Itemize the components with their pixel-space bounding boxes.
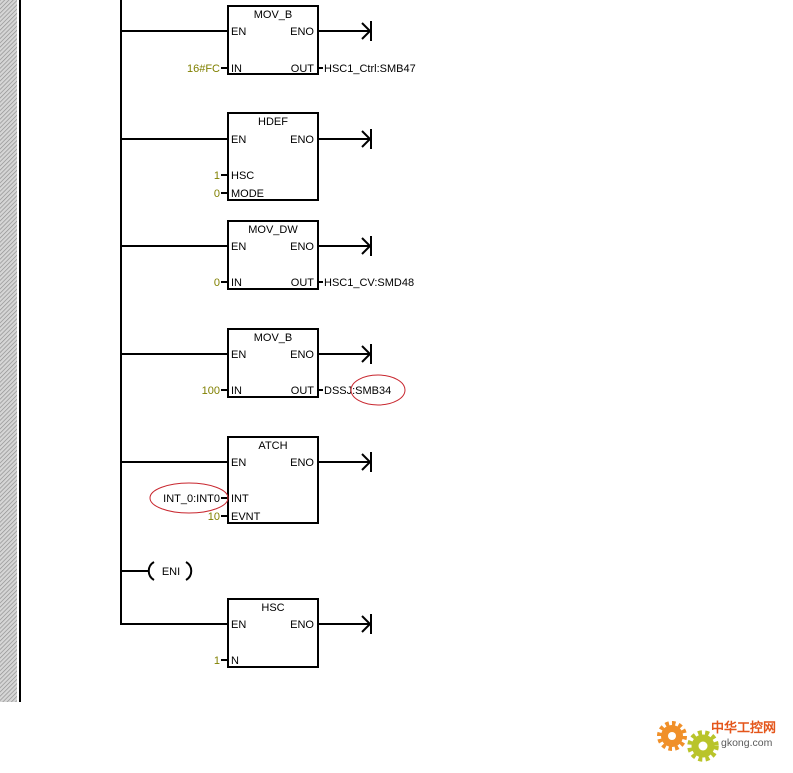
instruction-title: MOV_B xyxy=(254,9,293,21)
pin-eno-label: ENO xyxy=(290,457,314,469)
watermark-domain: gkong.com xyxy=(721,737,773,749)
gear-icon xyxy=(657,721,687,751)
pin-out-label: OUT xyxy=(291,385,315,397)
pin-evnt-label: EVNT xyxy=(231,511,261,523)
operand-out[interactable]: HSC1_Ctrl:SMB47 xyxy=(324,63,416,75)
watermark-name: 中华工控网 xyxy=(711,720,776,735)
operand-out[interactable]: DSSJ:SMB34 xyxy=(324,385,391,397)
operand-in[interactable]: 100 xyxy=(202,385,220,397)
highlight-ellipse xyxy=(350,374,406,406)
pin-eno-label: ENO xyxy=(290,26,314,38)
rung-mov-b-1: MOV_B EN ENO IN 16#FC OUT HSC1_Ctrl:SMB4… xyxy=(121,5,416,75)
instruction-box[interactable] xyxy=(227,598,319,668)
gear-icon xyxy=(687,730,719,762)
pin-in-label: IN xyxy=(231,277,242,289)
pin-n-label: N xyxy=(231,655,239,667)
pin-eno-label: ENO xyxy=(290,619,314,631)
coil-left-paren[interactable] xyxy=(147,561,155,581)
instruction-title: HDEF xyxy=(258,116,288,128)
pin-eno-label: ENO xyxy=(290,349,314,361)
instruction-box[interactable] xyxy=(227,220,319,290)
instruction-box[interactable] xyxy=(227,112,319,201)
output-arrow-icon xyxy=(361,344,372,364)
gear-teeth xyxy=(657,721,687,751)
pin-out-label: OUT xyxy=(291,63,315,75)
operand-int[interactable]: INT_0:INT0 xyxy=(163,493,220,505)
operand-evnt[interactable]: 10 xyxy=(208,511,220,523)
pin-en-label: EN xyxy=(231,26,246,38)
output-arrow-icon xyxy=(361,236,372,256)
operand-n[interactable]: 1 xyxy=(214,655,220,667)
instruction-title: MOV_B xyxy=(254,332,293,344)
instruction-box[interactable] xyxy=(227,328,319,398)
pin-eno-label: ENO xyxy=(290,241,314,253)
pin-en-label: EN xyxy=(231,349,246,361)
instruction-box[interactable] xyxy=(227,436,319,524)
rung-atch: ATCH EN ENO INT INT_0:INT0 EVNT 10 xyxy=(121,436,372,524)
pin-en-label: EN xyxy=(231,619,246,631)
pin-in-label: IN xyxy=(231,385,242,397)
pin-en-label: EN xyxy=(231,457,246,469)
watermark: 中华工控网 gkong.com xyxy=(657,720,776,762)
pin-en-label: EN xyxy=(231,241,246,253)
pin-out-label: OUT xyxy=(291,277,315,289)
rung-mov-dw: MOV_DW EN ENO IN 0 OUT HSC1_CV:SMD48 xyxy=(121,220,414,290)
pin-in-label: IN xyxy=(231,63,242,75)
highlight-ellipse xyxy=(149,482,229,514)
operand-hsc[interactable]: 1 xyxy=(214,170,220,182)
instruction-title: ATCH xyxy=(258,440,287,452)
gear-hole xyxy=(698,741,708,751)
operand-in[interactable]: 0 xyxy=(214,277,220,289)
gear-hole xyxy=(668,732,676,740)
pin-mode-label: MODE xyxy=(231,188,264,200)
rung-mov-b-2: MOV_B EN ENO IN 100 OUT DSSJ:SMB34 xyxy=(121,328,406,406)
pin-hsc-label: HSC xyxy=(231,170,254,182)
operand-out[interactable]: HSC1_CV:SMD48 xyxy=(324,277,414,289)
output-arrow-icon xyxy=(361,614,372,634)
coil-right-paren[interactable] xyxy=(185,561,193,581)
operand-mode[interactable]: 0 xyxy=(214,188,220,200)
output-arrow-icon xyxy=(361,21,372,41)
output-arrow-icon xyxy=(361,129,372,149)
pin-int-label: INT xyxy=(231,493,249,505)
rung-eni-coil: ENI xyxy=(121,561,193,581)
instruction-box[interactable] xyxy=(227,5,319,75)
editor-left-margin xyxy=(0,0,17,702)
rung-hsc: HSC EN ENO N 1 xyxy=(121,598,372,668)
coil-label[interactable]: ENI xyxy=(162,566,180,578)
output-arrow-icon xyxy=(361,452,372,472)
instruction-title: HSC xyxy=(261,602,284,614)
instruction-title: MOV_DW xyxy=(248,224,298,236)
pin-eno-label: ENO xyxy=(290,134,314,146)
rung-hdef: HDEF EN ENO HSC 1 MODE 0 xyxy=(121,112,372,201)
pin-en-label: EN xyxy=(231,134,246,146)
operand-in[interactable]: 16#FC xyxy=(187,63,220,75)
gear-teeth xyxy=(687,730,719,762)
